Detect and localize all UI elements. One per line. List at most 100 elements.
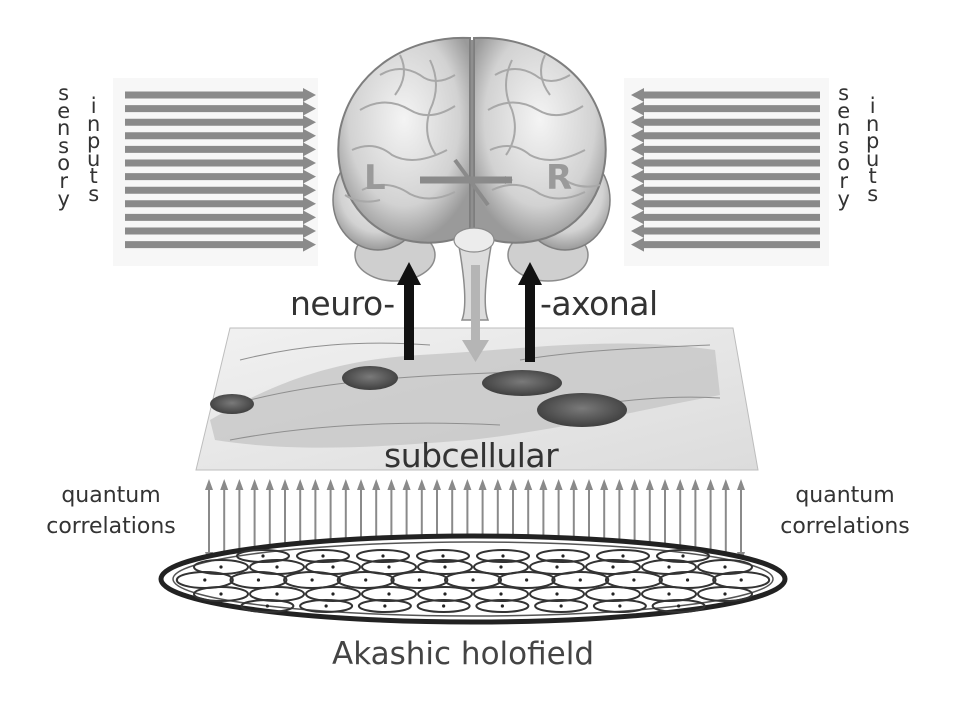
vertical-letter: u [866,146,880,171]
holofield-cell [497,571,556,589]
vertical-letter: n [866,111,880,136]
vertical-letter: s [58,133,70,158]
holofield-cell [357,599,412,613]
holofield-cell-dot [667,592,671,596]
akashic-holofield-label: Akashic holofield [332,636,595,672]
brainstem-down-arrow [462,265,489,362]
holofield-cell-dot [677,604,681,608]
holofield-cell-dot [417,578,421,582]
vertical-letter: i [869,94,876,118]
holofield-cell-dot [256,578,261,582]
sensory-arrow-left [125,196,316,211]
holofield-cell-dot [331,592,335,596]
sensory-arrow-left [125,88,316,102]
holofield-cell [416,599,471,613]
sensory-arrow-right [631,210,820,225]
quantum-arrow [737,479,745,563]
vertical-letter: p [866,129,880,154]
holofield-cell-dot [443,565,447,569]
sensory-arrow-right [631,237,820,252]
sensory-arrow-left [125,210,316,225]
holofield-cell-dot [261,554,265,558]
sensory-arrow-left [125,183,316,198]
sensory-arrow-left [125,115,316,130]
vertical-letter: s [58,81,70,105]
sensory-arrow-left [125,128,316,143]
axonal-label: -axonal [540,284,658,323]
holofield-cell-dot [555,565,559,569]
holofield-cell [390,571,449,589]
sensory-arrow-left [125,224,316,238]
vertical-letter: y [837,186,850,211]
holofield-cell-dot [578,578,582,582]
neuro-label: neuro- [290,284,395,323]
holofield-cell [592,599,647,613]
holofield-cell [551,571,610,589]
holofield-cell-dot [331,565,335,569]
hemisphere-left-label: L [364,158,386,198]
vertical-letter: n [57,116,71,141]
vertical-letter: t [868,164,877,189]
vertical-letter: n [837,116,851,141]
sensory-arrow-right [631,224,820,238]
subcellular-cell-panel [195,327,759,471]
hemisphere-right-label: R [546,158,573,198]
holofield-cell-dot [219,592,223,596]
holofield-cell-dot [441,554,445,558]
quantum-arrow [721,479,730,563]
sensory-arrow-right [631,101,820,116]
vertical-letter: t [89,164,98,189]
sensory-arrow-right [631,142,820,157]
holofield-cell-dot [310,578,314,582]
vertical-letter: s [838,133,850,158]
holofield-cell [299,599,354,613]
sensory-arrow-right [631,128,820,143]
holofield-cell [240,599,295,613]
holofield-cell-dot [559,604,563,608]
sensory-arrow-right [631,88,820,102]
holofield-cell-dot [471,578,475,582]
holofield-cell [604,571,663,589]
holofield-cell-dot [321,554,325,558]
vertical-letter: p [87,129,101,154]
holofield-cell [651,599,706,613]
holofield-cell-dot [499,565,503,569]
vertical-letter: s [88,181,100,206]
holofield-cell-dot [621,554,625,558]
holofield-cell-dot [667,565,671,569]
holofield-cell-dot [739,578,743,582]
vertical-letter: y [57,186,70,211]
holofield-cell [356,549,410,563]
holofield-cell-dot [525,578,529,582]
holofield-cell [336,571,395,589]
holofield-cell-dot [442,604,446,608]
holofield-cell-dot [500,604,504,608]
holofield-cell [444,571,502,589]
holofield-cell [193,586,249,602]
holofield-cell-dot [632,578,636,582]
holofield-cell-dot [381,554,385,558]
holofield-cell-dot [501,554,505,558]
akashic-holofield-disc [158,533,788,625]
holofield-cell-dot [723,592,727,596]
holofield-cell-dot [383,604,387,608]
holofield-cell-dot [203,578,207,582]
holofield-cell-dot [611,592,615,596]
holofield-cell-dot [685,578,690,582]
holofield-cell-dot [219,565,223,569]
holofield-cell-dot [387,592,391,596]
vertical-letter: i [90,94,97,118]
holofield-cell-dot [443,592,447,596]
holofield-cell-dot [723,565,727,569]
quantum-correlations-left: quantum correlations [36,480,186,542]
quantum-correlations-right: quantum correlations [770,480,920,542]
neuro-axonal-arrows [397,262,542,362]
sensory-arrow-left [125,142,316,157]
holofield-cell [475,599,530,613]
quantum-right-line2: correlations [780,514,910,539]
vertical-letter: o [57,151,71,176]
holofield-cell [296,549,350,563]
